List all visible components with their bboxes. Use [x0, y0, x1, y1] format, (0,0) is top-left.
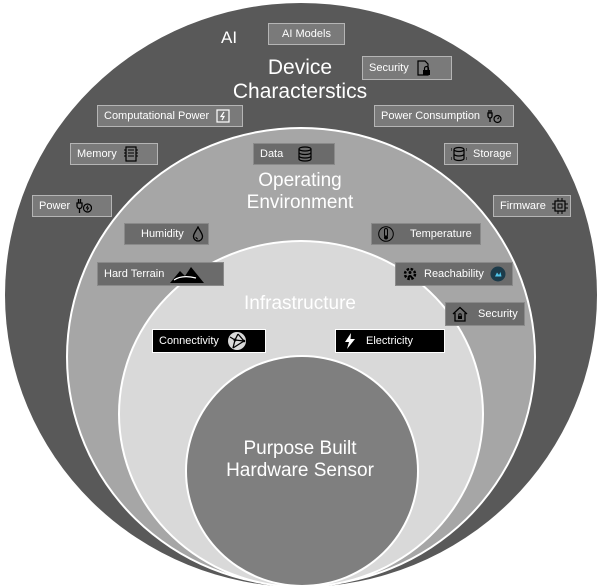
infrastructure-title: Infrastructure [244, 293, 356, 314]
plug-icon [76, 198, 93, 214]
computational-power-tag: Computational Power [97, 105, 243, 127]
temperature-tag: Temperature [371, 223, 481, 245]
power-consumption-tag: Power Consumption [374, 105, 514, 127]
firmware-tag: Firmware [493, 195, 571, 217]
ai-models-tag: AI Models [268, 23, 345, 45]
electricity-label: Electricity [366, 335, 414, 347]
humidity-label: Humidity [141, 228, 184, 240]
firmware-icon [551, 198, 568, 214]
operating-environment-title: Operating Environment [246, 170, 354, 213]
plug-meter-icon [486, 108, 502, 124]
gear-person-icon [402, 266, 418, 282]
storage-label: Storage [473, 148, 512, 160]
storage-icon [451, 146, 467, 162]
core-title: Purpose Built Hardware Sensor [226, 438, 374, 481]
data-tag: Data [253, 143, 335, 165]
computational-power-label: Computational Power [104, 110, 210, 122]
environment-security-label: Security [478, 308, 518, 320]
power-consumption-label: Power Consumption [381, 110, 481, 122]
chip-icon [215, 108, 231, 124]
memory-tag: Memory [70, 143, 158, 165]
storage-tag: Storage [444, 143, 518, 165]
hard-terrain-label: Hard Terrain [104, 268, 165, 280]
memory-icon [123, 146, 139, 162]
connectivity-label: Connectivity [159, 335, 219, 347]
hardware-sensor-core [185, 355, 419, 587]
electricity-tag: Electricity [335, 329, 445, 353]
reachability-tag: Reachability [395, 262, 513, 286]
mountain-icon [170, 265, 205, 283]
temperature-label: Temperature [410, 228, 472, 240]
house-lock-icon [452, 306, 468, 322]
globe-network-icon [227, 331, 247, 351]
ai-models-label: AI Models [282, 28, 331, 40]
device-layer-title: Device Characterstics [232, 56, 368, 104]
ai-layer-title: AI [221, 28, 238, 47]
power-label: Power [39, 200, 71, 212]
environment-security-tag: Security [445, 302, 525, 326]
database-icon [297, 146, 313, 162]
firmware-label: Firmware [500, 200, 546, 212]
power-tag: Power [32, 195, 112, 217]
humidity-tag: Humidity [124, 223, 209, 245]
thermometer-icon [378, 226, 394, 242]
hard-terrain-tag: Hard Terrain [97, 262, 224, 286]
data-label: Data [260, 148, 284, 160]
memory-label: Memory [77, 148, 117, 160]
connectivity-tag: Connectivity [152, 329, 266, 353]
device-security-tag: Security [362, 56, 452, 80]
reachability-label: Reachability [424, 268, 484, 280]
lock-file-icon [415, 60, 431, 76]
reachability-badge-icon [490, 266, 506, 282]
drop-icon [190, 226, 206, 242]
device-security-label: Security [369, 62, 409, 74]
lightning-icon [342, 333, 358, 349]
